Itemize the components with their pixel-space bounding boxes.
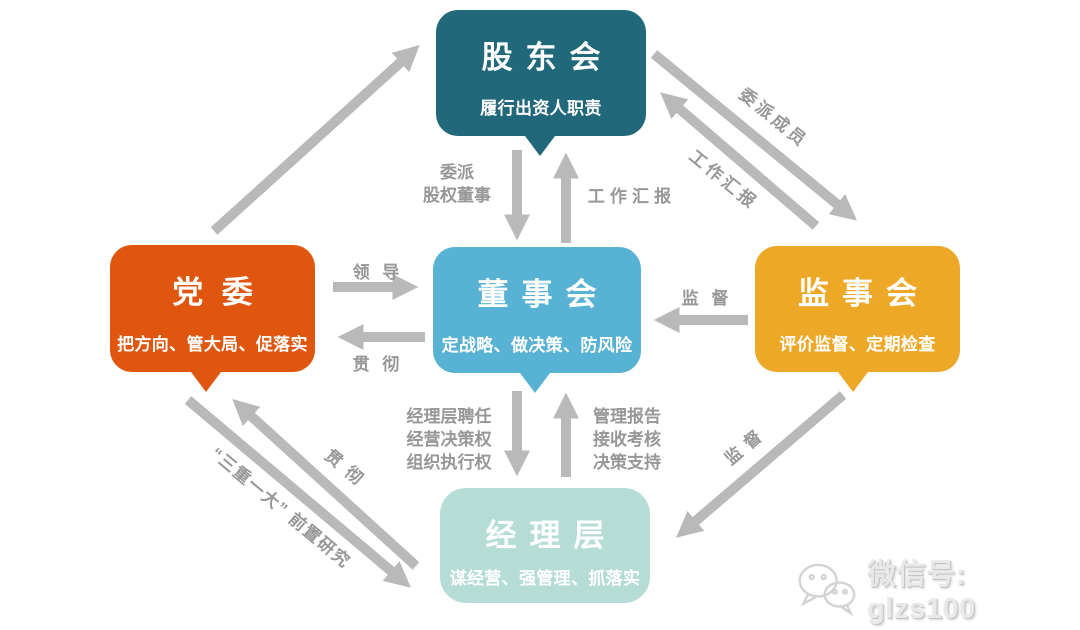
edge-label-line: 决策支持 — [593, 453, 661, 472]
node-title: 监事会 — [797, 276, 931, 311]
edge-label-work-report-vertical: 工作汇报 — [587, 187, 677, 206]
node-subtitle: 评价监督、定期检查 — [779, 335, 936, 354]
bubble-tail — [188, 368, 224, 392]
arrow-party-to-shareholders — [210, 45, 420, 235]
edge-label-line: 接收考核 — [593, 430, 661, 449]
node-subtitle: 把方向、管大局、促落实 — [117, 335, 308, 354]
edge-label-supervise-horizontal: 监督 — [681, 289, 742, 308]
node-title: 经理层 — [485, 518, 618, 553]
node-title: 股东会 — [481, 40, 614, 75]
bubble-tail — [517, 369, 553, 393]
edge-label-implement-horizontal: 贯彻 — [352, 355, 413, 374]
node-party-committee: 党委 把方向、管大局、促落实 — [110, 245, 315, 392]
node-subtitle: 定战略、做决策、防风险 — [441, 336, 633, 355]
watermark: 微信号: glzs100 — [796, 551, 1080, 626]
edge-label-lead: 领导 — [352, 263, 413, 282]
bubble-tail — [835, 368, 871, 392]
node-title: 党委 — [172, 275, 272, 310]
edge-label-line: 委派 — [440, 163, 474, 182]
edge-label-line: 管理报告 — [593, 407, 661, 426]
arrow-supervisory-to-shareholders — [660, 92, 820, 230]
edge-label-appoint-equity-directors: 委派 股权董事 — [408, 161, 506, 207]
node-board-of-directors: 董事会 定战略、做决策、防风险 — [433, 247, 641, 393]
edge-label-line: 组织执行权 — [406, 453, 492, 472]
watermark-text: 微信号: glzs100 — [867, 559, 976, 625]
edge-label-line: 经营决策权 — [406, 430, 492, 449]
node-title: 董事会 — [477, 277, 610, 312]
node-supervisory-board: 监事会 评价监督、定期检查 — [755, 246, 960, 392]
wechat-icon — [798, 563, 856, 616]
node-shareholders-meeting: 股东会 履行出资人职责 — [436, 10, 646, 156]
edge-label-line: 股权董事 — [423, 186, 491, 205]
arrow-party-to-management — [184, 396, 411, 588]
edge-label-management-report: 管理报告 接收考核 决策支持 — [575, 405, 679, 474]
arrow-supervisory-to-management — [676, 391, 847, 538]
arrow-management-to-party — [232, 399, 420, 570]
node-subtitle: 履行出资人职责 — [480, 99, 602, 118]
arrow-shareholders-to-supervisory — [650, 50, 858, 221]
bubble-tail — [522, 132, 558, 156]
node-management-layer: 经理层 谋经营、强管理、抓落实 — [440, 488, 650, 603]
edge-label-management-appointment: 经理层聘任 经营决策权 组织执行权 — [397, 405, 501, 474]
node-subtitle: 谋经营、强管理、抓落实 — [449, 569, 641, 588]
edge-label-line: 经理层聘任 — [406, 407, 492, 426]
